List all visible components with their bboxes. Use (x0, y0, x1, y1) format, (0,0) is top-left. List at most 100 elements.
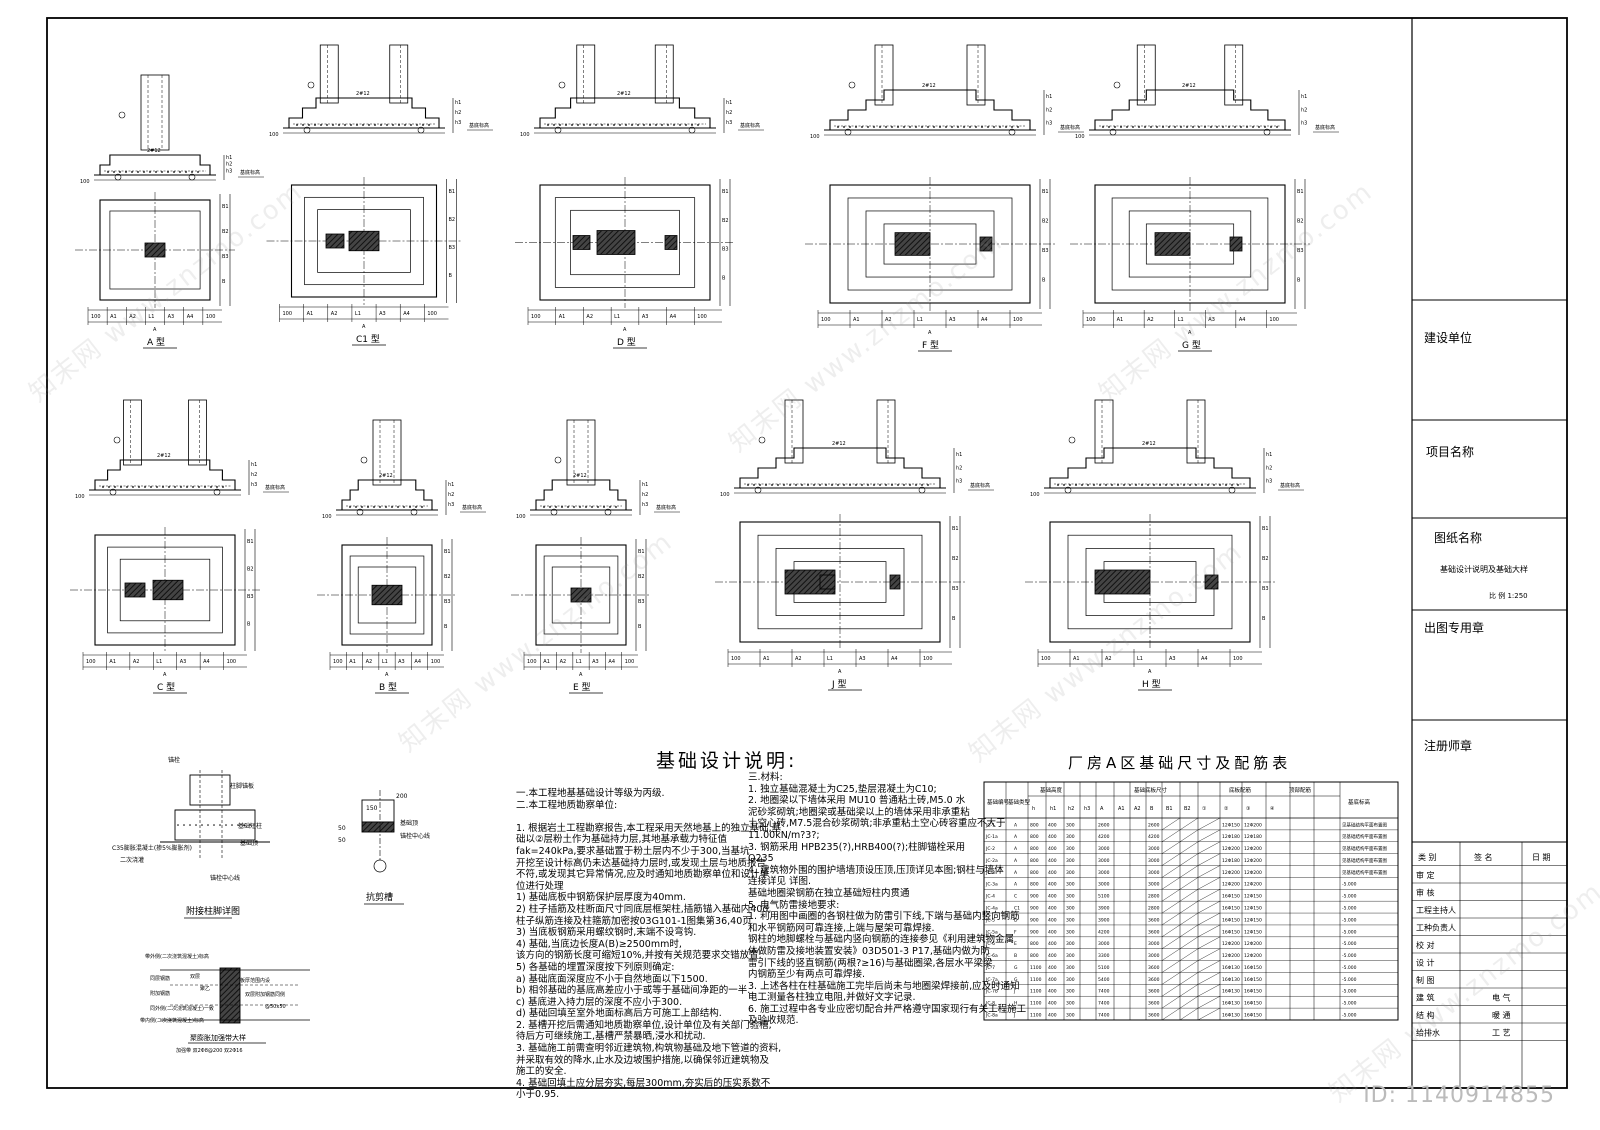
base-level-label: 基底标高 (469, 122, 489, 129)
column-stub (1186, 399, 1206, 464)
table-cell: 300 (1066, 882, 1075, 888)
rebar-dot (921, 484, 923, 486)
client-label: 建设单位 (1424, 330, 1472, 345)
rebar-dot (1123, 484, 1125, 486)
rebar-dot (216, 486, 218, 488)
rebar-dot (380, 124, 382, 126)
table-cell: 12Φ150 (1244, 894, 1262, 900)
ring-label: 2#12 (573, 473, 587, 479)
note-line: 2. 基槽开挖后需通知地质勘察单位,设计单位及有关部门验槽, (516, 1019, 772, 1031)
rebar-dot (1081, 484, 1083, 486)
rebar-dot (1153, 484, 1155, 486)
column-stub (140, 74, 170, 151)
table-cell: 400 (1048, 834, 1057, 840)
rebar-dot (873, 484, 875, 486)
rebar-dot (891, 484, 893, 486)
table-cell: 400 (1048, 822, 1057, 828)
rebar-dot (149, 171, 151, 173)
table-group-header: 基础高度 (1040, 786, 1063, 794)
rebar-dot (577, 124, 579, 126)
table-cell: 3600 (1148, 989, 1160, 995)
side-dim-label: B1 (638, 549, 645, 555)
table-cell: 5100 (1098, 894, 1110, 900)
dim-chain-label: A4 (187, 314, 194, 320)
rebar-dot (603, 506, 605, 508)
table-cell: 3000 (1098, 941, 1110, 947)
table-cell: 300 (1066, 834, 1075, 840)
footing-profile (1049, 447, 1251, 488)
rebar-dot (1276, 126, 1278, 128)
dim-chain-label: 100 (1041, 656, 1051, 662)
note-line: 泥砂浆砌筑;地圈梁或基础梁以上的墙体采用非承重粘 (748, 806, 970, 818)
callout-circle (550, 508, 558, 516)
empty-cell-diagonal (1179, 1007, 1199, 1021)
table-cell: C1 (1014, 905, 1020, 911)
rebar-dot (585, 506, 587, 508)
note-line: 3. 基础施工前需查明邻近建筑物,构筑物基础及地下管道的资料, (516, 1043, 782, 1055)
depth-label: h1 (1046, 94, 1052, 100)
table-cell: JC-7 (985, 965, 995, 971)
rebar-dot (855, 484, 857, 486)
groove-hatch (361, 821, 395, 833)
depth-label: h1 (726, 100, 732, 106)
depth-label: h2 (251, 472, 257, 478)
dim-chain-label: A1 (559, 314, 566, 320)
dim-label: 100 (269, 132, 279, 138)
notes-left-column: 一.本工程地基基础设计等级为丙级.二.本工程地质勘察单位: 1. 根据岩土工程勘… (516, 788, 781, 1101)
rebar-dot (1165, 484, 1167, 486)
aggregate-dot (183, 824, 185, 826)
joint-label: 锚栓中心线 (210, 874, 240, 882)
column-stub (566, 419, 596, 486)
callout-circle (1068, 436, 1076, 444)
dim-label: 100 (516, 514, 526, 520)
empty-cell-diagonal (1197, 865, 1221, 878)
waterstop-label: 带外侧(二次浇筑混凝土)标高 (145, 953, 209, 960)
rebar-dot (125, 171, 127, 173)
rebar-dot (1252, 126, 1254, 128)
column-hatch (572, 235, 591, 250)
groove-label: 50 (338, 837, 346, 844)
rebar-dot (131, 171, 133, 173)
overall-dim-label: A (579, 672, 583, 678)
engineer-stamp-label: 注册师章 (1424, 738, 1472, 753)
aggregate-dot (237, 824, 239, 826)
table-cell: 16Φ130 (1222, 977, 1240, 983)
small-details: 锚栓柱脚锚板C35膨胀混凝土(掺5%膨胀剂)二次浇灌基础短柱基础顶锚栓中心线附接… (112, 756, 430, 1054)
callout-circle (754, 486, 762, 494)
dim-chain-label: A3 (642, 314, 649, 320)
rebar-dot (338, 124, 340, 126)
aggregate-dot (219, 824, 221, 826)
rebar-dot (416, 124, 418, 126)
table-cell: JC-7a (985, 977, 998, 983)
table-cell: JC-4a (985, 905, 998, 911)
note-line: 1) 基础底板中钢筋保护层厚度为40mm. (516, 892, 686, 904)
table-cell: 400 (1048, 905, 1057, 911)
sign-row-label: 工种负责人 (1416, 923, 1456, 933)
side-dim-label: B1 (722, 189, 729, 195)
dim-chain-label: A3 (859, 656, 866, 662)
rebar-dot (1114, 126, 1116, 128)
table-cell: 3000 (1098, 882, 1110, 888)
rebar-dot (685, 124, 687, 126)
callout-circle (118, 111, 126, 119)
table-cell: 3900 (1098, 917, 1110, 923)
dim-chain-label: A4 (203, 659, 210, 665)
dim-chain-label: A3 (168, 314, 175, 320)
empty-cell-diagonal (1161, 912, 1181, 926)
notes-right-column: 三.材料:1. 独立基础混凝土为C25,垫层混凝土为C10;2. 地圈梁以下墙体… (748, 772, 1026, 1027)
rebar-dot (403, 506, 405, 508)
rebar-dot (885, 126, 887, 128)
empty-cell-diagonal (1197, 853, 1221, 866)
table-cell: JC-1a (985, 834, 998, 840)
rebar-dot (168, 486, 170, 488)
footing-profile (99, 154, 211, 175)
table-sub-header: B1 (1166, 806, 1173, 812)
dim-chain-label: 100 (1086, 317, 1096, 323)
rebar-dot (379, 506, 381, 508)
rebar-dot (179, 171, 181, 173)
aggregate-dot (249, 824, 251, 826)
table-cell: -5.000 (1342, 917, 1357, 923)
rebar-dot (222, 486, 224, 488)
note-line: d) 基础回填至室外地面标高后方可施工上部结构. (516, 1008, 722, 1020)
